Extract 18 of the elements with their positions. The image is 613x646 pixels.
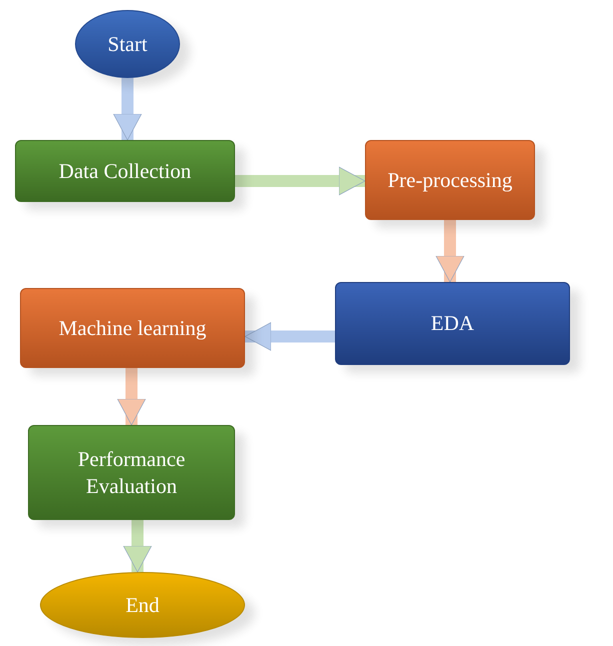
process-box xyxy=(20,288,245,368)
process-box xyxy=(365,140,535,220)
node-label: End xyxy=(126,592,160,618)
node-label: Data Collection xyxy=(58,158,192,184)
block-arrow xyxy=(117,368,146,426)
block-arrow xyxy=(436,220,464,282)
block-arrow xyxy=(113,78,142,140)
node-label: Performance Evaluation xyxy=(76,446,186,499)
process-box xyxy=(28,425,235,520)
node-label: Start xyxy=(108,30,148,58)
node-label: EDA xyxy=(430,310,474,337)
process-box xyxy=(15,140,235,202)
node-label: Machine learning xyxy=(58,314,206,342)
process-box xyxy=(335,282,570,365)
block-arrow xyxy=(244,322,335,351)
block-arrow xyxy=(235,166,366,196)
node-label: Pre-processing xyxy=(388,166,512,194)
block-arrow xyxy=(123,520,152,572)
